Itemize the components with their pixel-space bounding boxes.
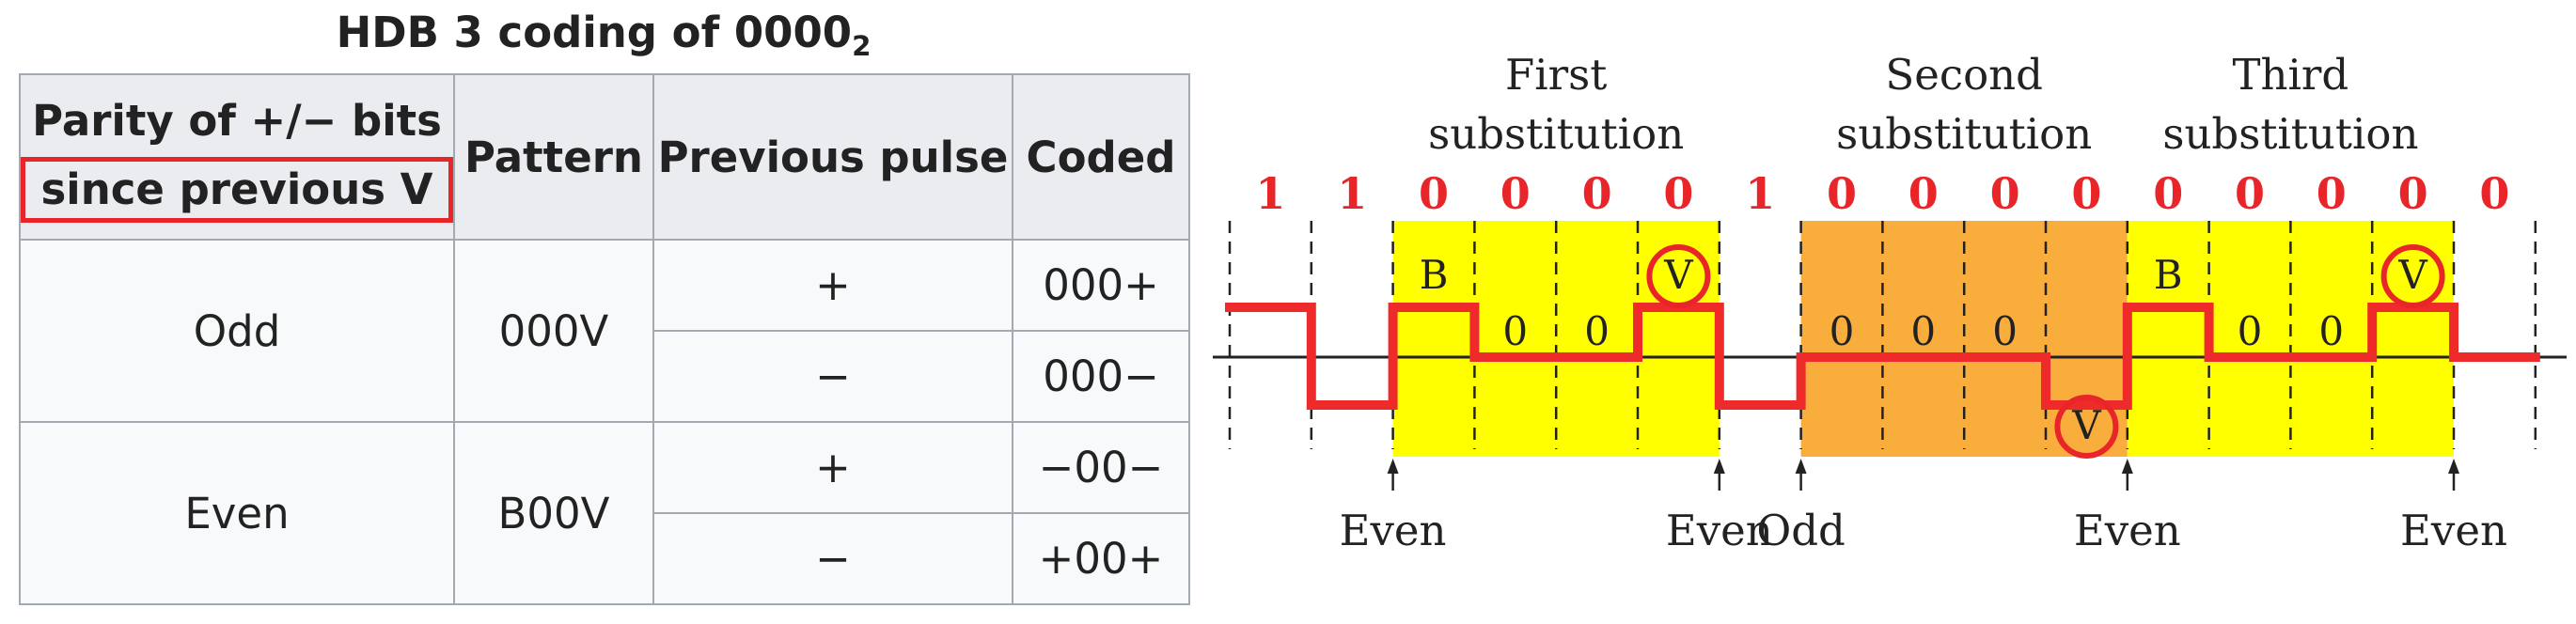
pulse-symbol-label: V [2071, 402, 2101, 448]
bit-label: 0 [1500, 168, 1531, 219]
cell-coded: 000+ [1012, 239, 1190, 332]
bit-label: 0 [1419, 168, 1449, 219]
bit-label: 0 [2071, 168, 2101, 219]
parity-arrow-head [2121, 459, 2133, 474]
cell-pattern: 000V [453, 239, 654, 423]
cell-coded: +00+ [1012, 512, 1190, 605]
cell-coded: −00− [1012, 421, 1190, 514]
parity-label: Odd [1756, 506, 1846, 555]
pulse-symbol-label: B [1420, 252, 1449, 298]
parity-arrow-head [1387, 459, 1399, 474]
parity-label: Even [1666, 506, 1773, 555]
bit-label: 0 [2479, 168, 2509, 219]
table-header-row: Parity of +/− bits since previous V Patt… [19, 73, 1190, 241]
pulse-symbol-label: 0 [1584, 308, 1610, 354]
bit-label: 1 [1745, 168, 1775, 219]
cell-coded: 000− [1012, 330, 1190, 423]
bit-label: 0 [1827, 168, 1857, 219]
cell-pattern: B00V [453, 421, 654, 605]
bit-label: 1 [1337, 168, 1367, 219]
bit-label: 0 [2235, 168, 2265, 219]
bit-label: 1 [1255, 168, 1285, 219]
substitution-title-line2: substitution [1428, 109, 1684, 159]
parity-arrow-head [1795, 459, 1807, 474]
cell-previous-pulse: + [652, 239, 1013, 332]
violation-marker-circle [1646, 244, 1711, 308]
violation-marker-circle [2054, 395, 2119, 459]
table-row: Even B00V + −00− [19, 421, 1190, 605]
substitution-bands [1392, 221, 2454, 457]
highlight-box: since previous V [21, 157, 453, 223]
parity-arrow-head [1713, 459, 1725, 474]
substitution-title-line1: First [1505, 50, 1607, 100]
pulse-symbol-label: B [2154, 252, 2183, 298]
cell-previous-pulse: − [652, 512, 1013, 605]
pulse-symbol-label: 0 [2238, 308, 2263, 354]
bit-label: 0 [2317, 168, 2347, 219]
bit-label: 0 [2153, 168, 2183, 219]
table-row: − 000− [20, 330, 1190, 423]
parity-label: Even [2074, 506, 2181, 555]
header-parity: Parity of +/− bits since previous V [19, 73, 455, 241]
bit-label: 0 [1990, 168, 2020, 219]
table-row: − +00+ [20, 512, 1190, 605]
pulse-symbol-label: 0 [1992, 308, 2018, 354]
pulse-symbol-label: 0 [1910, 308, 1936, 354]
signal-waveform [1225, 303, 2540, 410]
table-caption: HDB 3 coding of 00002 [336, 8, 872, 62]
bit-label: 0 [1908, 168, 1939, 219]
pulse-symbol-label: 0 [2318, 308, 2344, 354]
header-coded: Coded [1012, 73, 1190, 241]
pulse-symbol-label: V [2397, 252, 2427, 298]
substitution-titles: First substitution Second substitution Third… [1428, 50, 2418, 159]
pulse-symbol-label: V [1663, 252, 1693, 298]
pulse-symbol-label: 0 [1830, 308, 1855, 354]
pulse-symbol-label: 0 [1502, 308, 1528, 354]
bit-label: 0 [1582, 168, 1612, 219]
substitution-title-line2: substitution [2162, 109, 2418, 159]
substitution-title-line2: substitution [1836, 109, 2092, 159]
hdb3-coding-table: Parity of +/− bits since previous V Patt… [19, 73, 1190, 605]
cell-parity: Even [19, 421, 455, 605]
parity-label: Even [1340, 506, 1447, 555]
substitution-title-line1: Second [1885, 50, 2043, 100]
parity-arrow-head [2448, 459, 2459, 474]
header-previous-pulse: Previous pulse [652, 73, 1013, 241]
table-row: Odd 000V + 000+ [19, 239, 1190, 423]
cell-parity: Odd [19, 239, 455, 423]
substitution-title-line1: Third [2233, 50, 2349, 100]
bit-label: 0 [2398, 168, 2428, 219]
header-pattern: Pattern [453, 73, 654, 241]
violation-marker-circle [2380, 244, 2445, 308]
signal-line [1225, 303, 2540, 410]
bit-label: 0 [1663, 168, 1693, 219]
cell-previous-pulse: − [652, 330, 1013, 423]
cell-previous-pulse: + [652, 421, 1013, 514]
parity-label: Even [2400, 506, 2507, 555]
